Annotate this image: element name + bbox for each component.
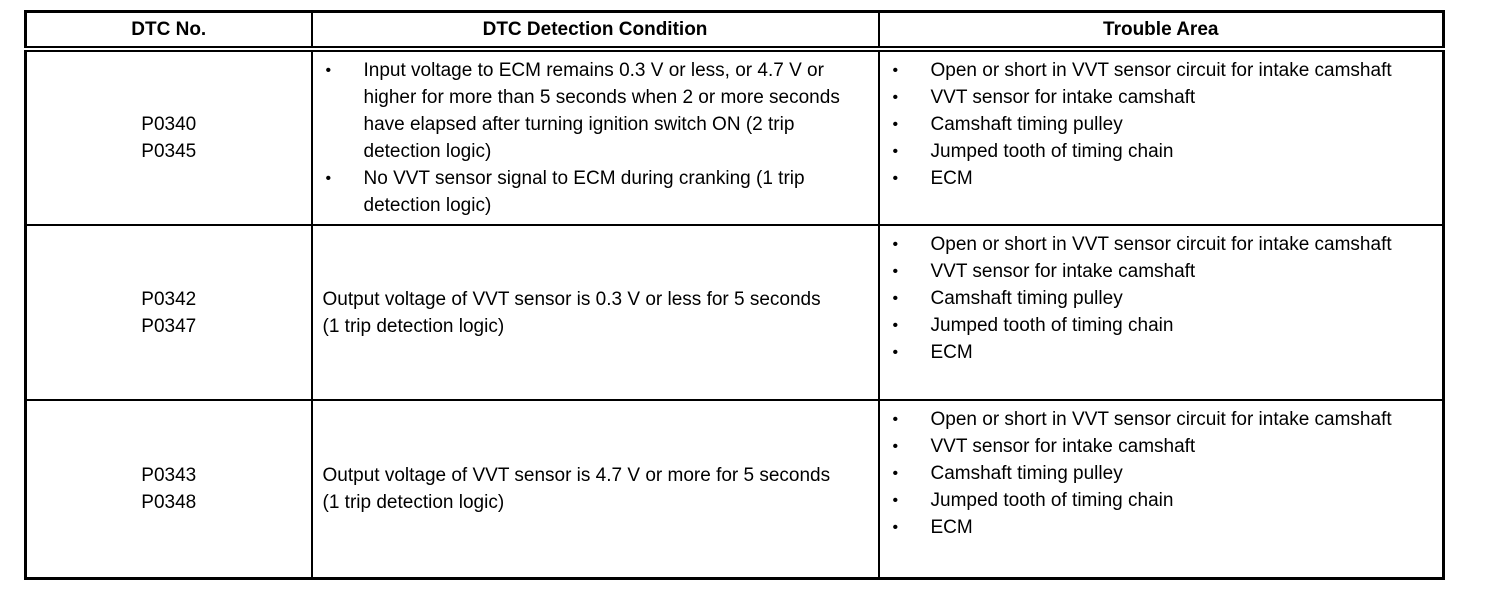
trouble-area-text: VVT sensor for intake camshaft [930,87,1196,108]
trouble-area-text: Jumped tooth of timing chain [930,315,1174,336]
trouble-area-text: VVT sensor for intake camshaft [930,436,1196,457]
list-item: • Camshaft timing pulley [890,111,1421,138]
bullet-icon: • [892,290,899,307]
bullet-icon: • [892,263,899,280]
trouble-area-text: Open or short in VVT sensor circuit for … [930,409,1392,430]
dtc-code: P0348 [141,491,197,513]
table-row: P0340 P0345 • Input voltage to ECM remai… [24,48,1445,226]
bullet-icon: • [892,492,899,509]
list-item: • ECM [890,339,1421,366]
trouble-area-text: Jumped tooth of timing chain [930,490,1174,511]
column-header-trouble-area: Trouble Area [877,10,1445,52]
condition-text: No VVT sensor signal to ECM during crank… [363,168,805,216]
condition-list: • Input voltage to ECM remains 0.3 V or … [314,57,877,219]
dtc-code: P0340 [141,114,197,135]
trouble-area-list: • Open or short in VVT sensor circuit fo… [881,57,1442,192]
trouble-area-text: ECM [930,168,973,189]
list-item: • No VVT sensor signal to ECM during cra… [323,165,856,219]
list-item: • VVT sensor for intake camshaft [890,433,1421,460]
list-item: • Open or short in VVT sensor circuit fo… [890,57,1421,84]
dtc-code: P0347 [141,315,197,337]
bullet-icon: • [892,465,899,482]
trouble-area-text: Open or short in VVT sensor circuit for … [930,234,1392,255]
bullet-icon: • [892,438,899,455]
detection-condition-cell: Output voltage of VVT sensor is 4.7 V or… [310,399,880,579]
list-item: • Camshaft timing pulley [890,460,1421,487]
table-row: P0342 P0347 Output voltage of VVT sensor… [24,224,1445,401]
column-header-detection-condition: DTC Detection Condition [310,10,880,52]
dtc-code: P0343 [141,464,197,486]
trouble-area-text: Camshaft timing pulley [930,463,1123,484]
bullet-icon: • [892,89,899,106]
trouble-area-text: VVT sensor for intake camshaft [930,261,1196,282]
list-item: • Jumped tooth of timing chain [890,138,1421,165]
dtc-no-cell: P0342 P0347 [24,224,313,401]
list-item: • ECM [890,165,1421,192]
bullet-icon: • [892,170,899,187]
detection-condition-cell: Output voltage of VVT sensor is 0.3 V or… [310,224,880,401]
trouble-area-text: Open or short in VVT sensor circuit for … [930,60,1392,81]
bullet-icon: • [892,344,899,361]
bullet-icon: • [892,411,899,428]
trouble-area-text: Camshaft timing pulley [930,288,1123,309]
trouble-area-cell: • Open or short in VVT sensor circuit fo… [877,224,1445,401]
bullet-icon: • [325,170,332,187]
bullet-icon: • [892,519,899,536]
dtc-code: P0342 [141,288,197,310]
table-header-row: DTC No. DTC Detection Condition Trouble … [24,10,1445,52]
list-item: • ECM [890,514,1421,541]
trouble-area-list: • Open or short in VVT sensor circuit fo… [881,406,1442,541]
list-item: • Input voltage to ECM remains 0.3 V or … [323,57,856,165]
column-header-dtc-no: DTC No. [24,10,313,52]
detection-condition-cell: • Input voltage to ECM remains 0.3 V or … [310,48,880,226]
table-row: P0343 P0348 Output voltage of VVT sensor… [24,399,1445,579]
dtc-code: P0345 [141,141,197,162]
list-item: • Open or short in VVT sensor circuit fo… [890,406,1421,433]
list-item: • VVT sensor for intake camshaft [890,84,1421,111]
condition-text: Output voltage of VVT sensor is 4.7 V or… [322,464,831,513]
bullet-icon: • [892,62,899,79]
trouble-area-text: ECM [930,342,973,363]
bullet-icon: • [892,317,899,334]
bullet-icon: • [325,62,332,79]
list-item: • Camshaft timing pulley [890,285,1421,312]
trouble-area-text: Camshaft timing pulley [930,114,1123,135]
dtc-no-cell: P0343 P0348 [24,399,313,579]
trouble-area-cell: • Open or short in VVT sensor circuit fo… [877,48,1445,226]
trouble-area-text: Jumped tooth of timing chain [930,141,1174,162]
condition-text: Input voltage to ECM remains 0.3 V or le… [363,60,840,162]
trouble-area-cell: • Open or short in VVT sensor circuit fo… [877,399,1445,579]
condition-text: Output voltage of VVT sensor is 0.3 V or… [322,288,821,337]
list-item: • Jumped tooth of timing chain [890,487,1421,514]
bullet-icon: • [892,143,899,160]
bullet-icon: • [892,236,899,253]
list-item: • Open or short in VVT sensor circuit fo… [890,231,1421,258]
bullet-icon: • [892,116,899,133]
dtc-no-cell: P0340 P0345 [24,48,313,226]
trouble-area-text: ECM [930,517,973,538]
list-item: • VVT sensor for intake camshaft [890,258,1421,285]
dtc-table: DTC No. DTC Detection Condition Trouble … [24,10,1445,580]
list-item: • Jumped tooth of timing chain [890,312,1421,339]
trouble-area-list: • Open or short in VVT sensor circuit fo… [881,231,1442,366]
